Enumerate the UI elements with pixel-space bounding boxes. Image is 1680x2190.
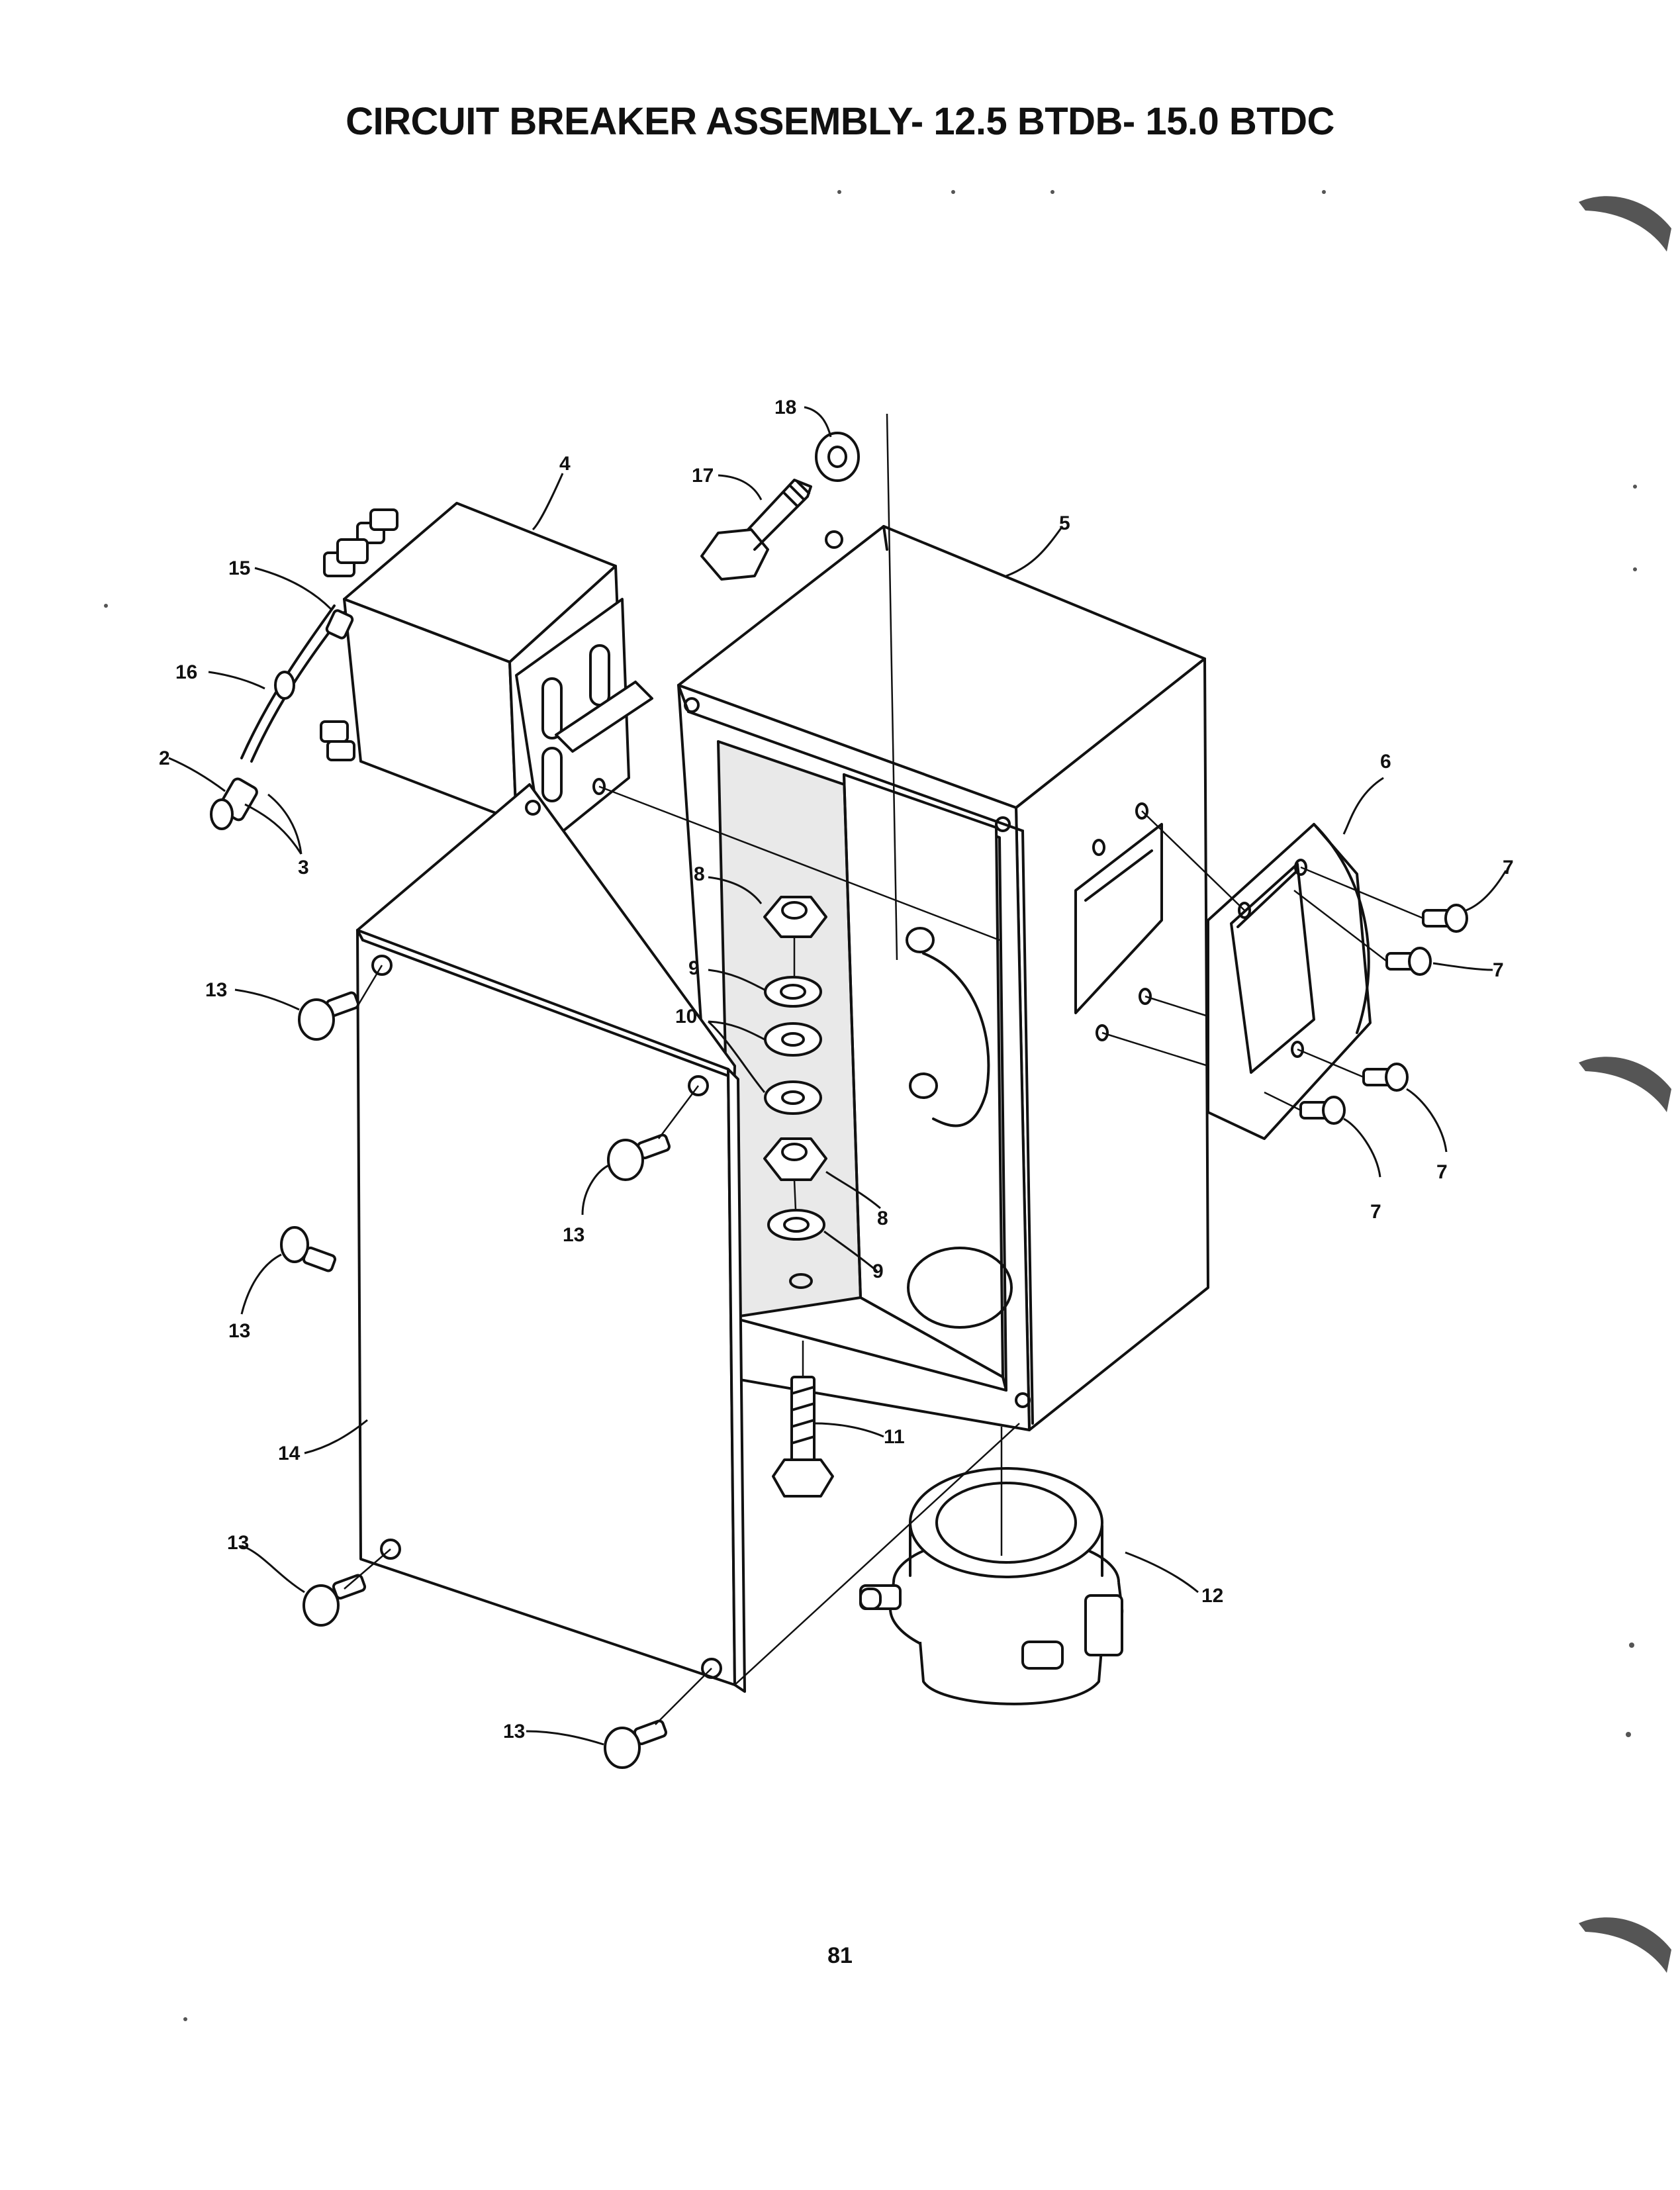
circuit-breaker [320, 502, 653, 1008]
enclosure-box [677, 525, 1209, 1431]
washer-9-top [764, 976, 822, 1008]
callout-15: 15 [228, 557, 250, 579]
screw-13 [280, 991, 671, 1769]
nut-8-bottom [763, 1137, 827, 1181]
callout-8-b: 8 [877, 1208, 888, 1229]
callout-13-b: 13 [563, 1224, 584, 1246]
callout-6: 6 [1380, 751, 1391, 773]
leader-lines [168, 406, 1507, 1746]
callout-10: 10 [675, 1006, 697, 1027]
side-plate [1207, 823, 1372, 1140]
washer-9-bottom [767, 1209, 825, 1241]
callout-labels: 18 17 4 5 15 16 2 3 6 7 7 7 7 8 9 10 8 9… [159, 397, 1514, 1742]
callout-9-a: 9 [688, 957, 700, 979]
callout-7-a: 7 [1503, 857, 1514, 879]
callout-7-c: 7 [1436, 1161, 1448, 1183]
callout-17: 17 [692, 465, 714, 487]
callout-13-e: 13 [503, 1721, 525, 1742]
callout-14: 14 [278, 1443, 301, 1464]
page-number: 81 [827, 1943, 853, 1968]
callout-9-b: 9 [872, 1261, 884, 1282]
washer-10 [764, 1022, 822, 1115]
callout-13-d: 13 [227, 1532, 249, 1554]
callout-3: 3 [298, 857, 309, 879]
callout-8-a: 8 [694, 863, 705, 885]
bolt-17 [700, 479, 812, 581]
callout-13-a: 13 [205, 979, 227, 1001]
callout-7-b: 7 [1493, 959, 1504, 981]
bolt-11 [772, 1341, 834, 1498]
callout-18: 18 [774, 397, 796, 418]
screw-7 [1299, 904, 1468, 1125]
callout-4: 4 [559, 453, 571, 475]
conduit-fitting [859, 1427, 1124, 1705]
cover-plate [356, 783, 746, 1693]
page-title: CIRCUIT BREAKER ASSEMBLY- 12.5 BTDB- 15.… [346, 100, 1334, 143]
callout-13-c: 13 [228, 1320, 250, 1342]
callout-16: 16 [175, 661, 197, 683]
nut-8-top [763, 896, 827, 938]
callout-7-d: 7 [1370, 1201, 1381, 1223]
callout-12: 12 [1201, 1585, 1223, 1607]
callout-2: 2 [159, 747, 170, 769]
scan-artifacts [104, 190, 1671, 2021]
callout-5: 5 [1059, 512, 1070, 534]
wire-lead [210, 604, 354, 830]
washer-18 [815, 432, 860, 482]
assembly-lines [344, 785, 1424, 1725]
callout-11: 11 [884, 1426, 905, 1448]
